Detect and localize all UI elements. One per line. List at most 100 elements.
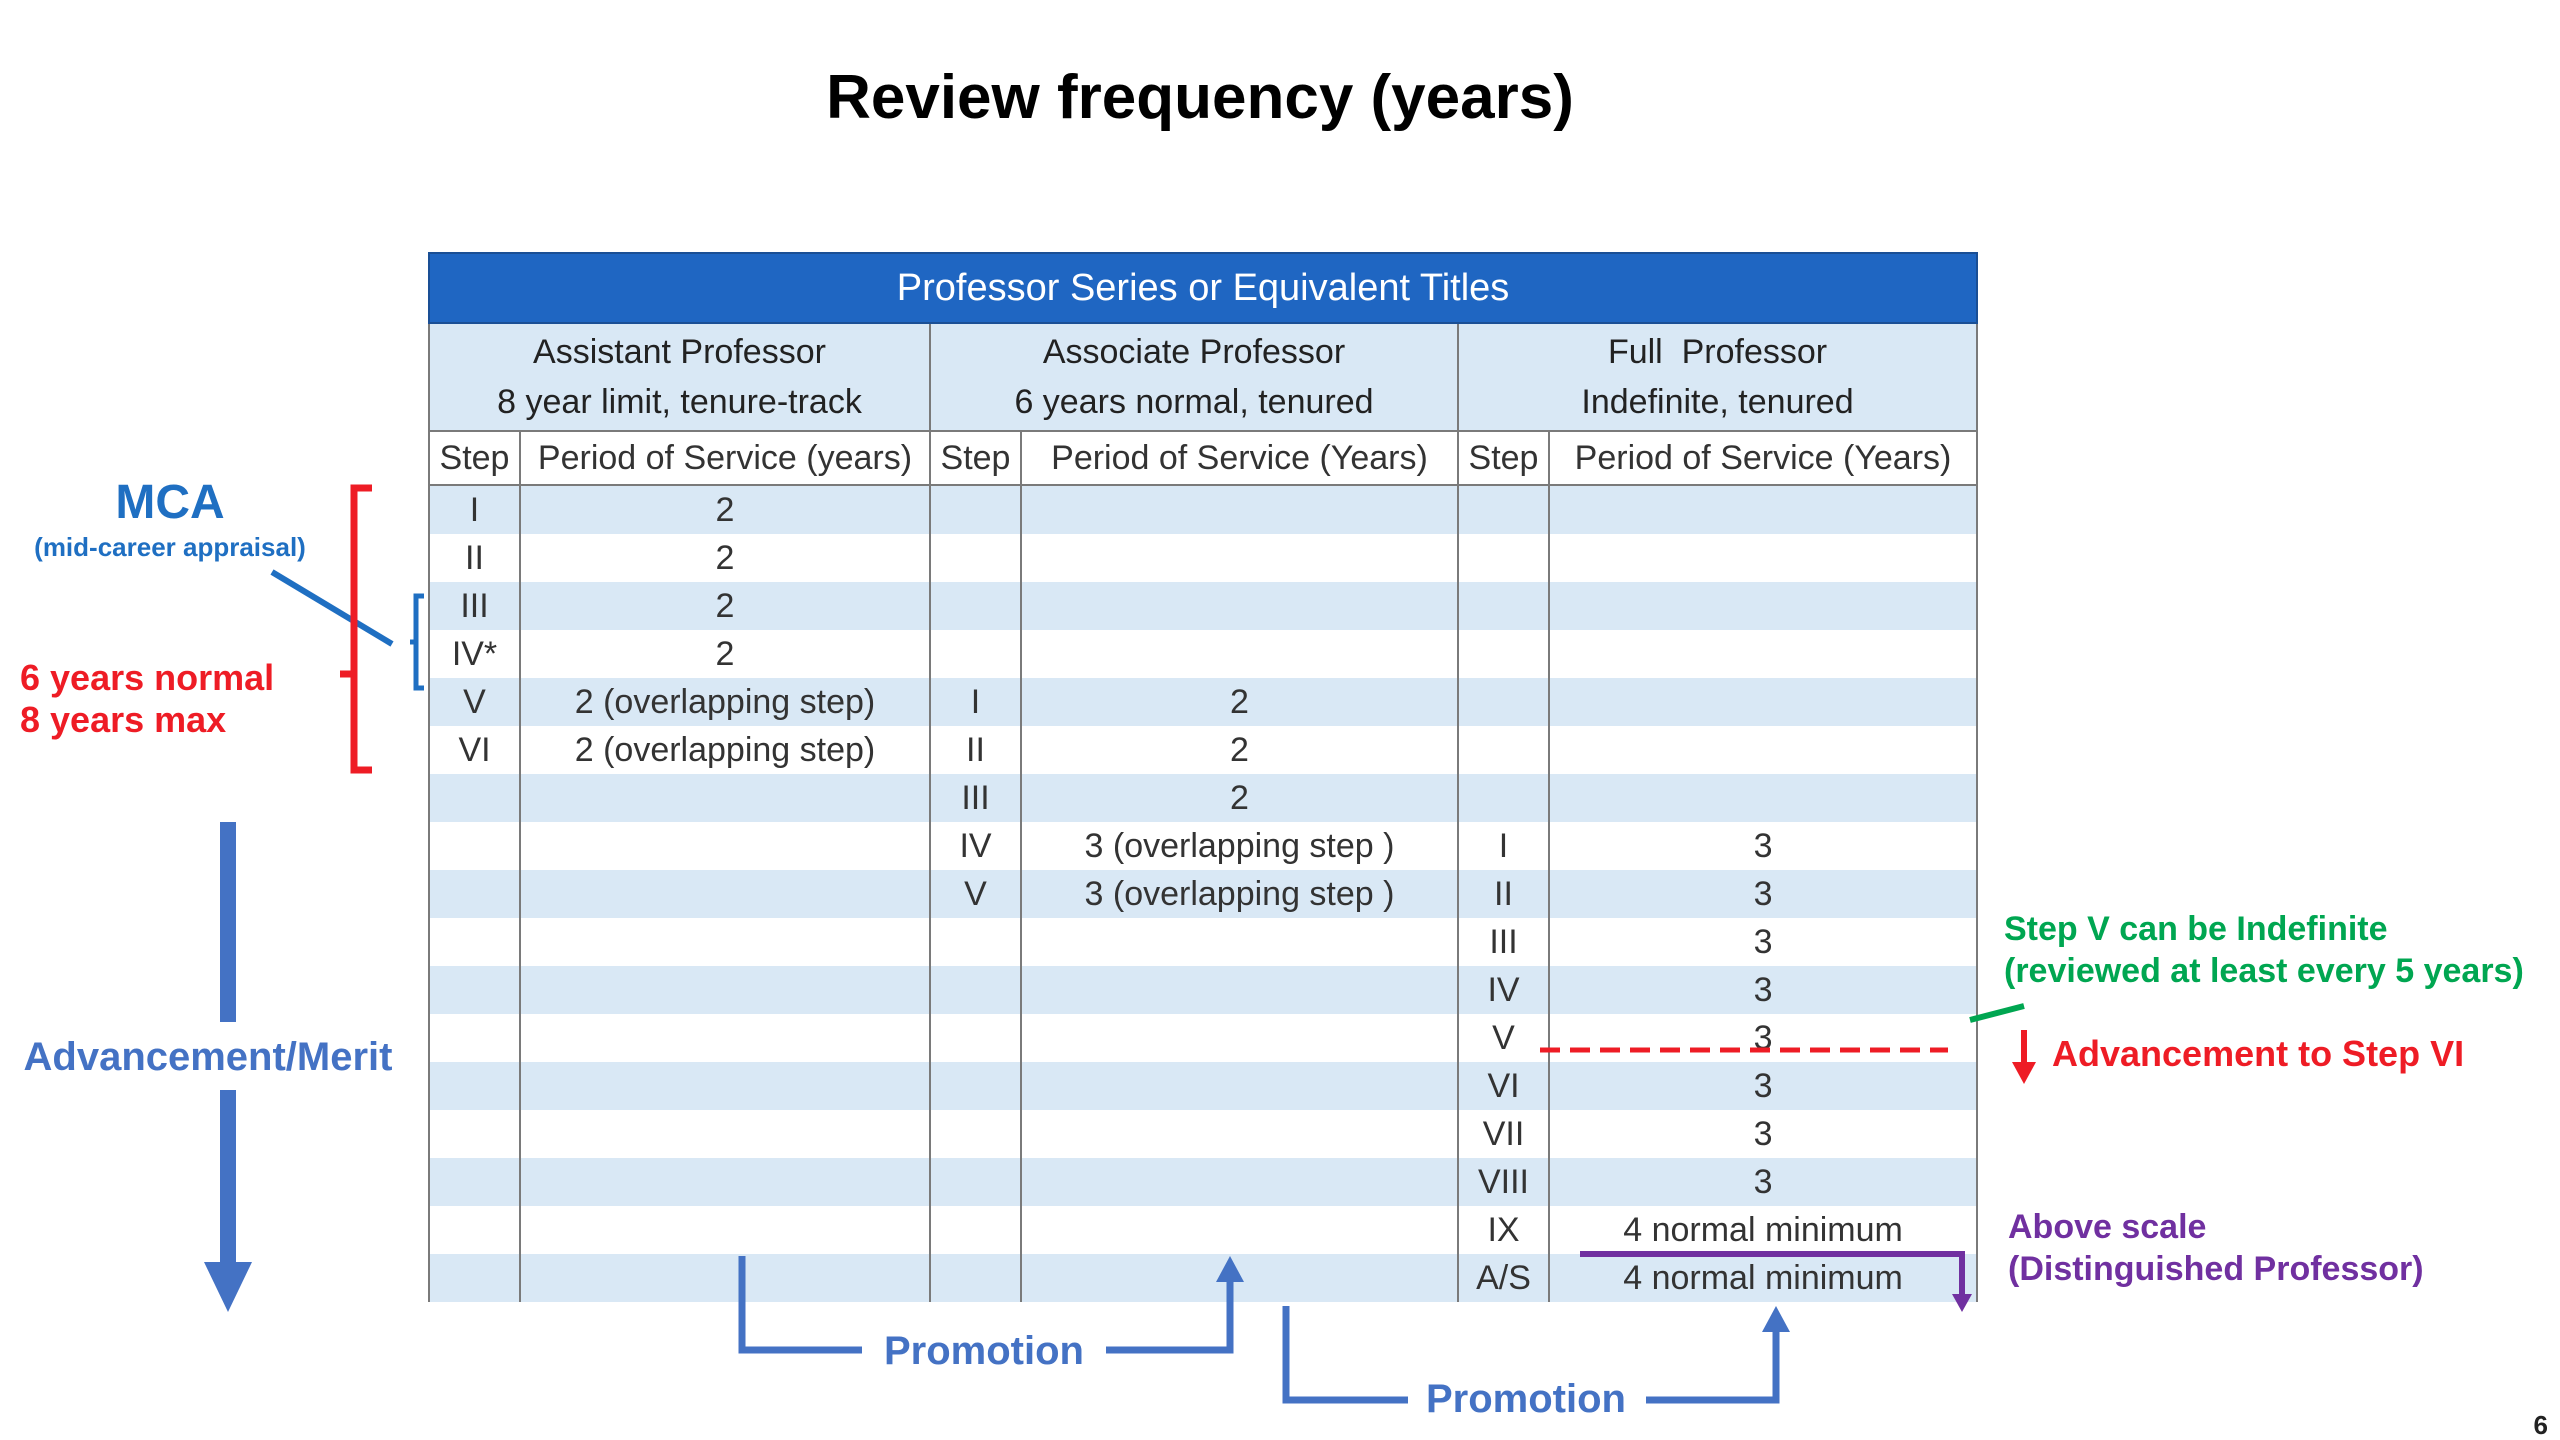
period-cell: [1020, 1206, 1459, 1254]
period-cell: [519, 918, 931, 966]
period-cell: [519, 1206, 931, 1254]
advance-vi-label: Advancement to Step VI: [2052, 1033, 2464, 1074]
period-cell: 2: [519, 534, 931, 582]
mca-pointer-line: [270, 569, 394, 647]
step-cell: [929, 1014, 1022, 1062]
above-scale-label-line2: (Distinguished Professor): [2008, 1250, 2424, 1288]
period-cell: 3: [1547, 966, 1979, 1014]
period-cell: [519, 1254, 931, 1302]
promotion-2-label: Promotion: [1426, 1377, 1626, 1421]
step-cell: [428, 1254, 521, 1302]
promotion-1-right-path: [1106, 1272, 1234, 1354]
period-cell: [1547, 582, 1979, 630]
above-scale-arrowhead: [1952, 1294, 1972, 1312]
period-cell: [519, 966, 931, 1014]
period-cell: 3: [1547, 822, 1979, 870]
column-header: Period of Service (Years): [1020, 430, 1459, 486]
period-cell: 2 (overlapping step): [519, 678, 931, 726]
period-cell: [519, 870, 931, 918]
step-cell: IX: [1457, 1206, 1550, 1254]
step-cell: [428, 966, 521, 1014]
indefinite-label-line2: (reviewed at least every 5 years): [2004, 952, 2524, 990]
step-cell: [929, 1158, 1022, 1206]
period-cell: [519, 1014, 931, 1062]
group-detail: 8 year limit, tenure-track: [497, 383, 862, 421]
period-cell: 3: [1547, 1014, 1979, 1062]
group-detail: 6 years normal, tenured: [1014, 383, 1374, 421]
period-cell: [1547, 678, 1979, 726]
period-cell: [1547, 534, 1979, 582]
step-cell: [929, 1062, 1022, 1110]
period-cell: [519, 822, 931, 870]
step-cell: [929, 534, 1022, 582]
step-cell: [929, 1110, 1022, 1158]
period-cell: 2 (overlapping step): [519, 726, 931, 774]
indefinite-pointer-line: [1969, 1003, 2025, 1023]
step-cell: [929, 1254, 1022, 1302]
step-cell: IV: [929, 822, 1022, 870]
page-title: Review frequency (years): [826, 63, 1574, 132]
promotion-1-arrowhead: [1216, 1256, 1244, 1282]
period-cell: [1020, 918, 1459, 966]
group-name: Assistant Professor: [533, 333, 826, 371]
promotion-2-right-path: [1646, 1322, 1780, 1404]
period-cell: [519, 1062, 931, 1110]
period-cell: [1547, 630, 1979, 678]
group-name: Full Professor: [1607, 333, 1828, 371]
normal-label-line1: 6 years normal: [20, 657, 274, 698]
step-cell: [428, 774, 521, 822]
period-cell: [519, 1110, 931, 1158]
step-cell: III: [428, 582, 521, 630]
period-cell: [1020, 630, 1459, 678]
period-cell: [519, 1158, 931, 1206]
step-cell: VI: [1457, 1062, 1550, 1110]
above-scale-line: [1580, 1251, 1965, 1300]
period-cell: 2: [519, 582, 931, 630]
period-cell: 3 (overlapping step ): [1020, 822, 1459, 870]
period-cell: [1020, 1158, 1459, 1206]
group-assistant: Assistant Professor 8 year limit, tenure-…: [428, 322, 931, 432]
period-cell: [1547, 774, 1979, 822]
step-cell: I: [428, 485, 521, 534]
mca-bracket: [410, 593, 424, 691]
step-cell: [428, 1110, 521, 1158]
step-cell: [929, 918, 1022, 966]
step-cell: V: [428, 678, 521, 726]
step-cell: IV*: [428, 630, 521, 678]
step-cell: [1457, 678, 1550, 726]
step-cell: A/S: [1457, 1254, 1550, 1302]
step-cell: VI: [428, 726, 521, 774]
step-cell: II: [1457, 870, 1550, 918]
column-header: Period of Service (Years): [1547, 430, 1979, 486]
period-cell: [1020, 534, 1459, 582]
step-cell: [1457, 774, 1550, 822]
step-cell: [929, 582, 1022, 630]
step-cell: IV: [1457, 966, 1550, 1014]
promotion-arrow-2: [1282, 1306, 1790, 1404]
period-cell: [1547, 726, 1979, 774]
above-scale-label-line1: Above scale: [2008, 1208, 2206, 1246]
table-banner-row: Professor Series or Equivalent Titles: [427, 252, 1979, 324]
period-cell: 2: [519, 630, 931, 678]
period-cell: 3: [1547, 870, 1979, 918]
period-cell: [1020, 582, 1459, 630]
period-cell: 2: [1020, 678, 1459, 726]
step-cell: II: [929, 726, 1022, 774]
period-cell: 3 (overlapping step ): [1020, 870, 1459, 918]
step-cell: [929, 1206, 1022, 1254]
normal-bracket: [340, 484, 372, 774]
advancement-label: Advancement/Merit: [24, 1035, 393, 1079]
column-header: Step: [428, 430, 521, 486]
table-banner: Professor Series or Equivalent Titles: [427, 252, 1979, 324]
period-cell: [1020, 1254, 1459, 1302]
arrow-head: [204, 1262, 252, 1312]
